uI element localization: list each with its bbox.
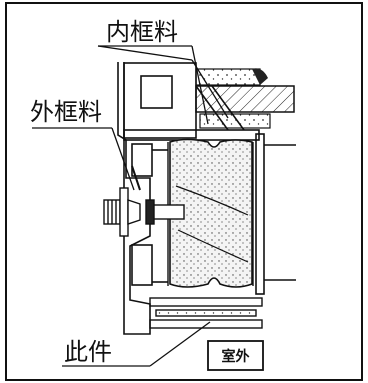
wall-section [195,68,295,129]
bottom-strip-part [149,297,263,329]
label-inner-frame: 内框料 [106,18,178,46]
outdoor-box: 室外 [207,340,264,371]
outer-frame-profile [117,62,168,335]
inner-frame-profile [123,62,296,295]
figure-border [5,2,363,381]
label-outer-frame: 外框料 [30,98,102,126]
glass-filling [167,138,254,288]
leader-lines [32,45,229,367]
label-outdoor: 室外 [222,348,250,365]
screw-fastener [103,165,185,237]
label-this-part: 此件 [64,338,112,366]
